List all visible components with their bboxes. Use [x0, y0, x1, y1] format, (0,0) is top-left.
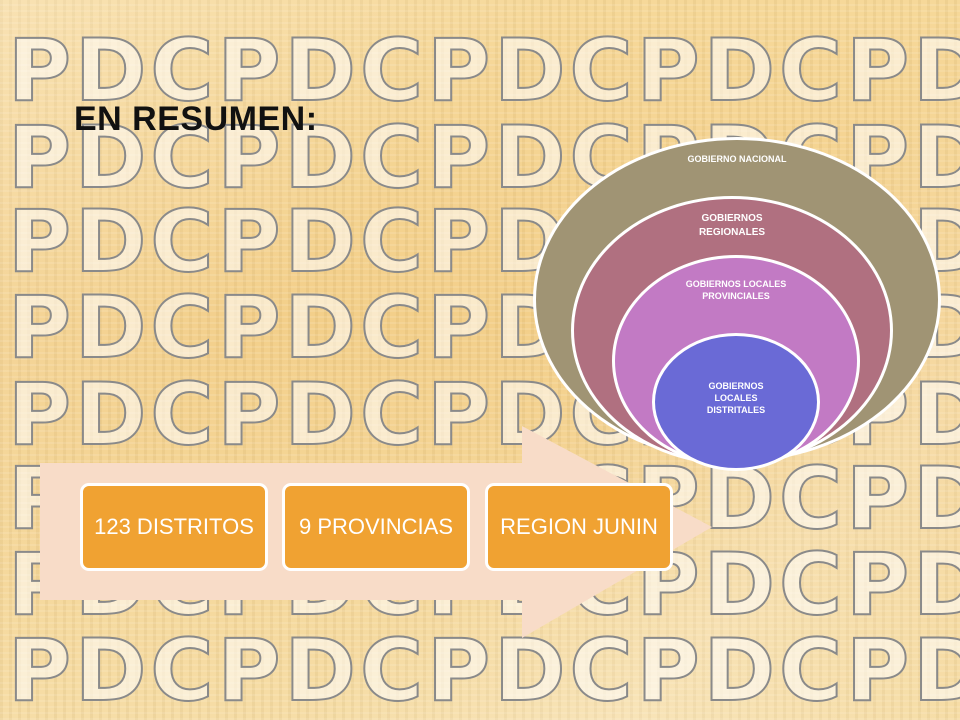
process-box-distritos[interactable]: 123 DISTRITOS: [80, 483, 268, 571]
level-label: GOBIERNOS REGIONALES: [698, 213, 766, 238]
watermark-row: PDCPDCPDCPDCPDCPDCPDC: [7, 621, 960, 720]
level-label: GOBIERNOS LOCALES DISTRITALES: [706, 381, 766, 416]
level-gobiernos-locales-distritales[interactable]: GOBIERNOS LOCALES DISTRITALES: [652, 333, 820, 471]
process-box-provincias[interactable]: 9 PROVINCIAS: [282, 483, 470, 571]
level-label: GOBIERNOS LOCALES PROVINCIALES: [685, 279, 787, 302]
process-box-label: 123 DISTRITOS: [94, 514, 254, 540]
process-box-label: REGION JUNIN: [500, 514, 658, 540]
process-box-label: 9 PROVINCIAS: [298, 514, 454, 540]
slide-title: EN RESUMEN:: [74, 100, 318, 138]
process-box-region[interactable]: REGION JUNIN: [485, 483, 673, 571]
level-label: GOBIERNO NACIONAL: [687, 154, 787, 164]
watermark-row: PDCPDCPDCPDCPDCPDCPDC: [7, 21, 960, 121]
